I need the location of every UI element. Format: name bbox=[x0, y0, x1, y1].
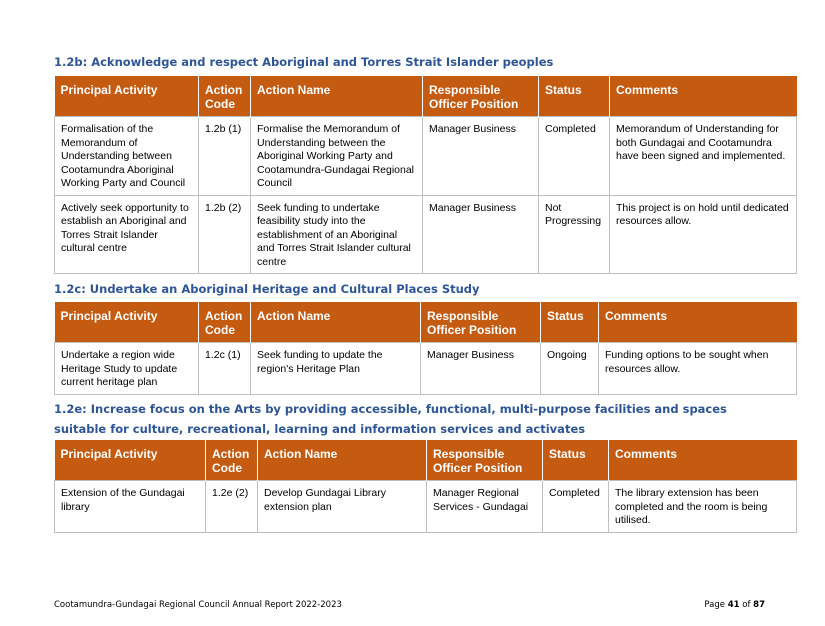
table-header-row: Principal Activity Action Code Action Na… bbox=[54, 302, 797, 343]
section-heading-1-2c: 1.2c: Undertake an Aboriginal Heritage a… bbox=[54, 282, 480, 296]
activity-table-1-2b: Principal Activity Action Code Action Na… bbox=[54, 76, 797, 274]
table-row: Formalisation of the Memorandum of Under… bbox=[54, 116, 797, 196]
cell-responsible-officer: Manager Business bbox=[422, 194, 539, 274]
cell-status: Ongoing bbox=[540, 342, 599, 395]
col-action-name: Action Name bbox=[250, 302, 421, 343]
col-status: Status bbox=[538, 76, 610, 117]
cell-principal-activity: Actively seek opportunity to establish a… bbox=[54, 194, 199, 274]
footer-page-number: Page 41 of 87 bbox=[704, 600, 765, 610]
col-action-code: Action Code bbox=[198, 76, 251, 117]
table-header-row: Principal Activity Action Code Action Na… bbox=[54, 440, 797, 481]
cell-responsible-officer: Manager Business bbox=[422, 116, 539, 196]
cell-principal-activity: Extension of the Gundagai library bbox=[54, 480, 206, 533]
col-principal-activity: Principal Activity bbox=[54, 440, 206, 481]
cell-comments: Funding options to be sought when resour… bbox=[598, 342, 797, 395]
section-heading-1-2b: 1.2b: Acknowledge and respect Aboriginal… bbox=[54, 55, 554, 69]
activity-table-1-2c: Principal Activity Action Code Action Na… bbox=[54, 302, 797, 395]
cell-action-code: 1.2b (2) bbox=[198, 194, 251, 274]
cell-comments: Memorandum of Understanding for both Gun… bbox=[609, 116, 797, 196]
cell-action-name: Seek funding to undertake feasibility st… bbox=[250, 194, 423, 274]
cell-action-code: 1.2c (1) bbox=[198, 342, 251, 395]
table-header-row: Principal Activity Action Code Action Na… bbox=[54, 76, 797, 117]
cell-action-code: 1.2e (2) bbox=[205, 480, 258, 533]
col-status: Status bbox=[540, 302, 599, 343]
page-prefix: Page bbox=[704, 600, 728, 610]
cell-action-name: Formalise the Memorandum of Understandin… bbox=[250, 116, 423, 196]
col-comments: Comments bbox=[608, 440, 797, 481]
col-status: Status bbox=[542, 440, 609, 481]
activity-table-1-2e: Principal Activity Action Code Action Na… bbox=[54, 440, 797, 533]
col-responsible-officer: Responsible Officer Position bbox=[426, 440, 543, 481]
col-action-code: Action Code bbox=[198, 302, 251, 343]
col-action-code: Action Code bbox=[205, 440, 258, 481]
table-row: Undertake a region wide Heritage Study t… bbox=[54, 342, 797, 395]
col-action-name: Action Name bbox=[257, 440, 427, 481]
page-total: 87 bbox=[753, 600, 765, 610]
col-principal-activity: Principal Activity bbox=[54, 76, 199, 117]
col-action-name: Action Name bbox=[250, 76, 423, 117]
col-responsible-officer: Responsible Officer Position bbox=[422, 76, 539, 117]
cell-action-name: Seek funding to update the region's Heri… bbox=[250, 342, 421, 395]
footer-report-title: Cootamundra-Gundagai Regional Council An… bbox=[54, 600, 342, 610]
cell-responsible-officer: Manager Regional Services - Gundagai bbox=[426, 480, 543, 533]
col-principal-activity: Principal Activity bbox=[54, 302, 199, 343]
cell-comments: This project is on hold until dedicated … bbox=[609, 194, 797, 274]
col-comments: Comments bbox=[598, 302, 797, 343]
cell-principal-activity: Undertake a region wide Heritage Study t… bbox=[54, 342, 199, 395]
cell-status: Completed bbox=[538, 116, 610, 196]
page-of: of bbox=[739, 600, 754, 610]
page-current: 41 bbox=[727, 600, 740, 610]
cell-action-name: Develop Gundagai Library extension plan bbox=[257, 480, 427, 533]
col-comments: Comments bbox=[609, 76, 797, 117]
cell-status: Not Progressing bbox=[538, 194, 610, 274]
cell-status: Completed bbox=[542, 480, 609, 533]
cell-principal-activity: Formalisation of the Memorandum of Under… bbox=[54, 116, 199, 196]
section-heading-1-2e: 1.2e: Increase focus on the Arts by prov… bbox=[54, 402, 727, 436]
cell-action-code: 1.2b (1) bbox=[198, 116, 251, 196]
table-row: Actively seek opportunity to establish a… bbox=[54, 194, 797, 274]
cell-comments: The library extension has been completed… bbox=[608, 480, 797, 533]
table-row: Extension of the Gundagai library 1.2e (… bbox=[54, 480, 797, 533]
col-responsible-officer: Responsible Officer Position bbox=[420, 302, 541, 343]
cell-responsible-officer: Manager Business bbox=[420, 342, 541, 395]
